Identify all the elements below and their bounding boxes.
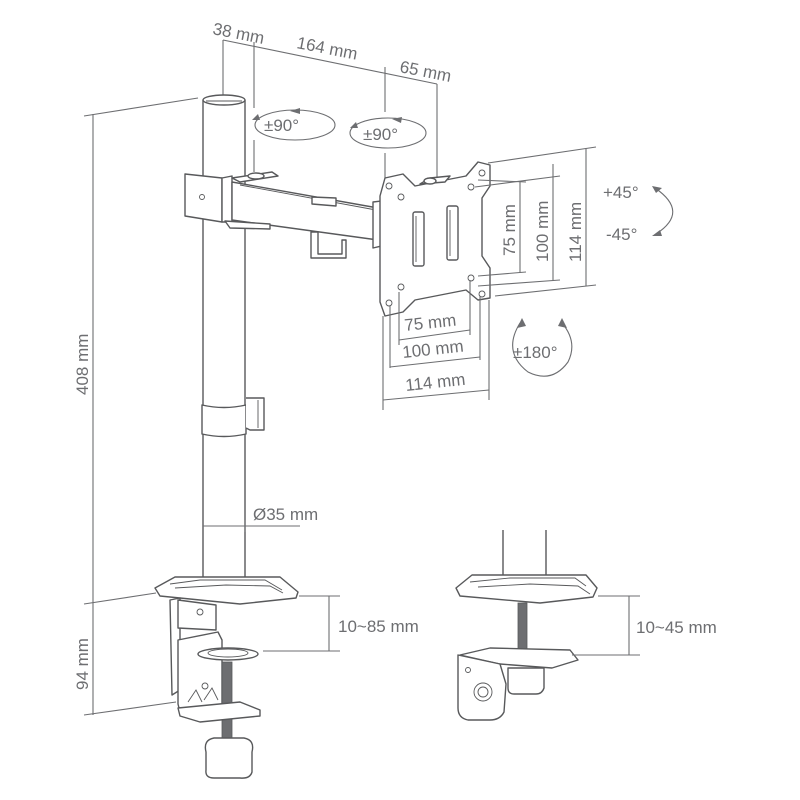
tilt-arrow-icon [652, 186, 674, 236]
vesa-horizontal-75-label: 75 mm [403, 311, 457, 335]
rotation-arrow-icon [512, 318, 573, 377]
clamp-height-label: 94 mm [73, 638, 92, 690]
vesa-horizontal-dimensions [382, 280, 490, 410]
grommet-range-label: 10~45 mm [636, 618, 717, 637]
vesa-vertical-75-label: 75 mm [500, 204, 519, 256]
arm-length-label: 164 mm [295, 33, 359, 63]
tilt-down-label: -45° [606, 225, 637, 244]
arm-swivel-icon [252, 108, 336, 141]
tilt-up-label: +45° [603, 183, 639, 202]
pole-height-dimension [83, 97, 199, 716]
pole-diameter-label: Ø35 mm [253, 505, 318, 524]
rotation-label: ±180° [513, 343, 558, 362]
top-dimension-lines [222, 39, 438, 180]
grommet-range-dimension [572, 595, 640, 656]
vesa-horizontal-100-label: 100 mm [401, 337, 464, 362]
vesa-vertical-100-label: 100 mm [533, 201, 552, 262]
head-swivel-label: ±90° [363, 125, 398, 144]
head-swivel-icon [349, 117, 427, 149]
clamp-range-dimension [263, 595, 340, 652]
vesa-horizontal-114-label: 114 mm [404, 370, 466, 395]
arm-swivel-label: ±90° [264, 116, 299, 135]
pole-height-label: 408 mm [73, 334, 92, 395]
vesa-plate [379, 161, 491, 317]
vesa-vertical-114-label: 114 mm [566, 202, 585, 262]
vesa-vertical-dimensions [474, 146, 597, 297]
grommet-mount [455, 530, 598, 721]
clamp-range-label: 10~85 mm [338, 617, 419, 636]
desk-clamp [154, 576, 299, 779]
